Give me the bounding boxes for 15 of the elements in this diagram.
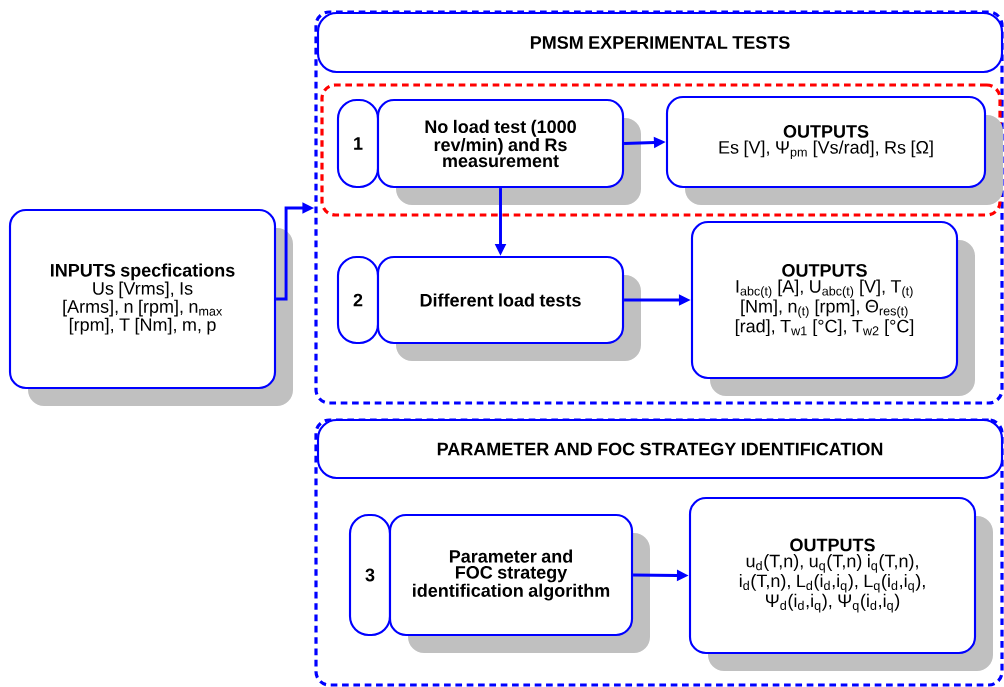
- group-frame: [320, 83, 1002, 217]
- title-box: PARAMETER AND FOC STRATEGY IDENTIFICATION: [316, 418, 1004, 480]
- output-box: OUTPUTS I$_{abc(t)}$ [A], U$_{abc(t)}$ [V], T$_{(t)}$ [Nm], n$_{(t)}$ [rpm], Θ$_{res(t)}$ [rad], T$_{w1}$ [°C], T$_{w2}$ [°C]: [690, 220, 975, 396]
- group-frame: [314, 10, 1004, 405]
- process-box: Parameter and FOC strategy identification algorithm: [388, 513, 650, 653]
- number-box: 2: [336, 255, 380, 345]
- number-box: 3: [348, 513, 392, 637]
- output-box: OUTPUTS u$_{d}$(T,n), u$_{q}$(T,n) i$_{q}$(T,n), i$_{d}$(T,n), L$_{d}$(i$_{d}$,i$_{q}$), L$_{q}$(i$_{d}$,i$_{q}$), Ψ$_{d}$(i$_{d}$,i$_{q}$), Ψ$_{q}$(i$_{d}$,i$_{q}$): [688, 496, 993, 671]
- number-box: 1: [336, 98, 380, 189]
- group-frame: [314, 418, 1004, 687]
- process-box: No load test (1000 rev/min) and Rs measurement: [376, 98, 641, 205]
- input-box: INPUTS specfications Us [Vrms], Is [Arms], n [rpm], n$_{max}$ [rpm], T [Nm], m, p: [8, 208, 293, 406]
- process-box: Different load tests: [376, 255, 641, 361]
- output-box: OUTPUTS Es [V], Ψ$_{pm}$ [Vs/rad], Rs [Ω]: [665, 95, 1003, 205]
- title-box: PMSM EXPERIMENTAL TESTS: [316, 11, 1004, 74]
